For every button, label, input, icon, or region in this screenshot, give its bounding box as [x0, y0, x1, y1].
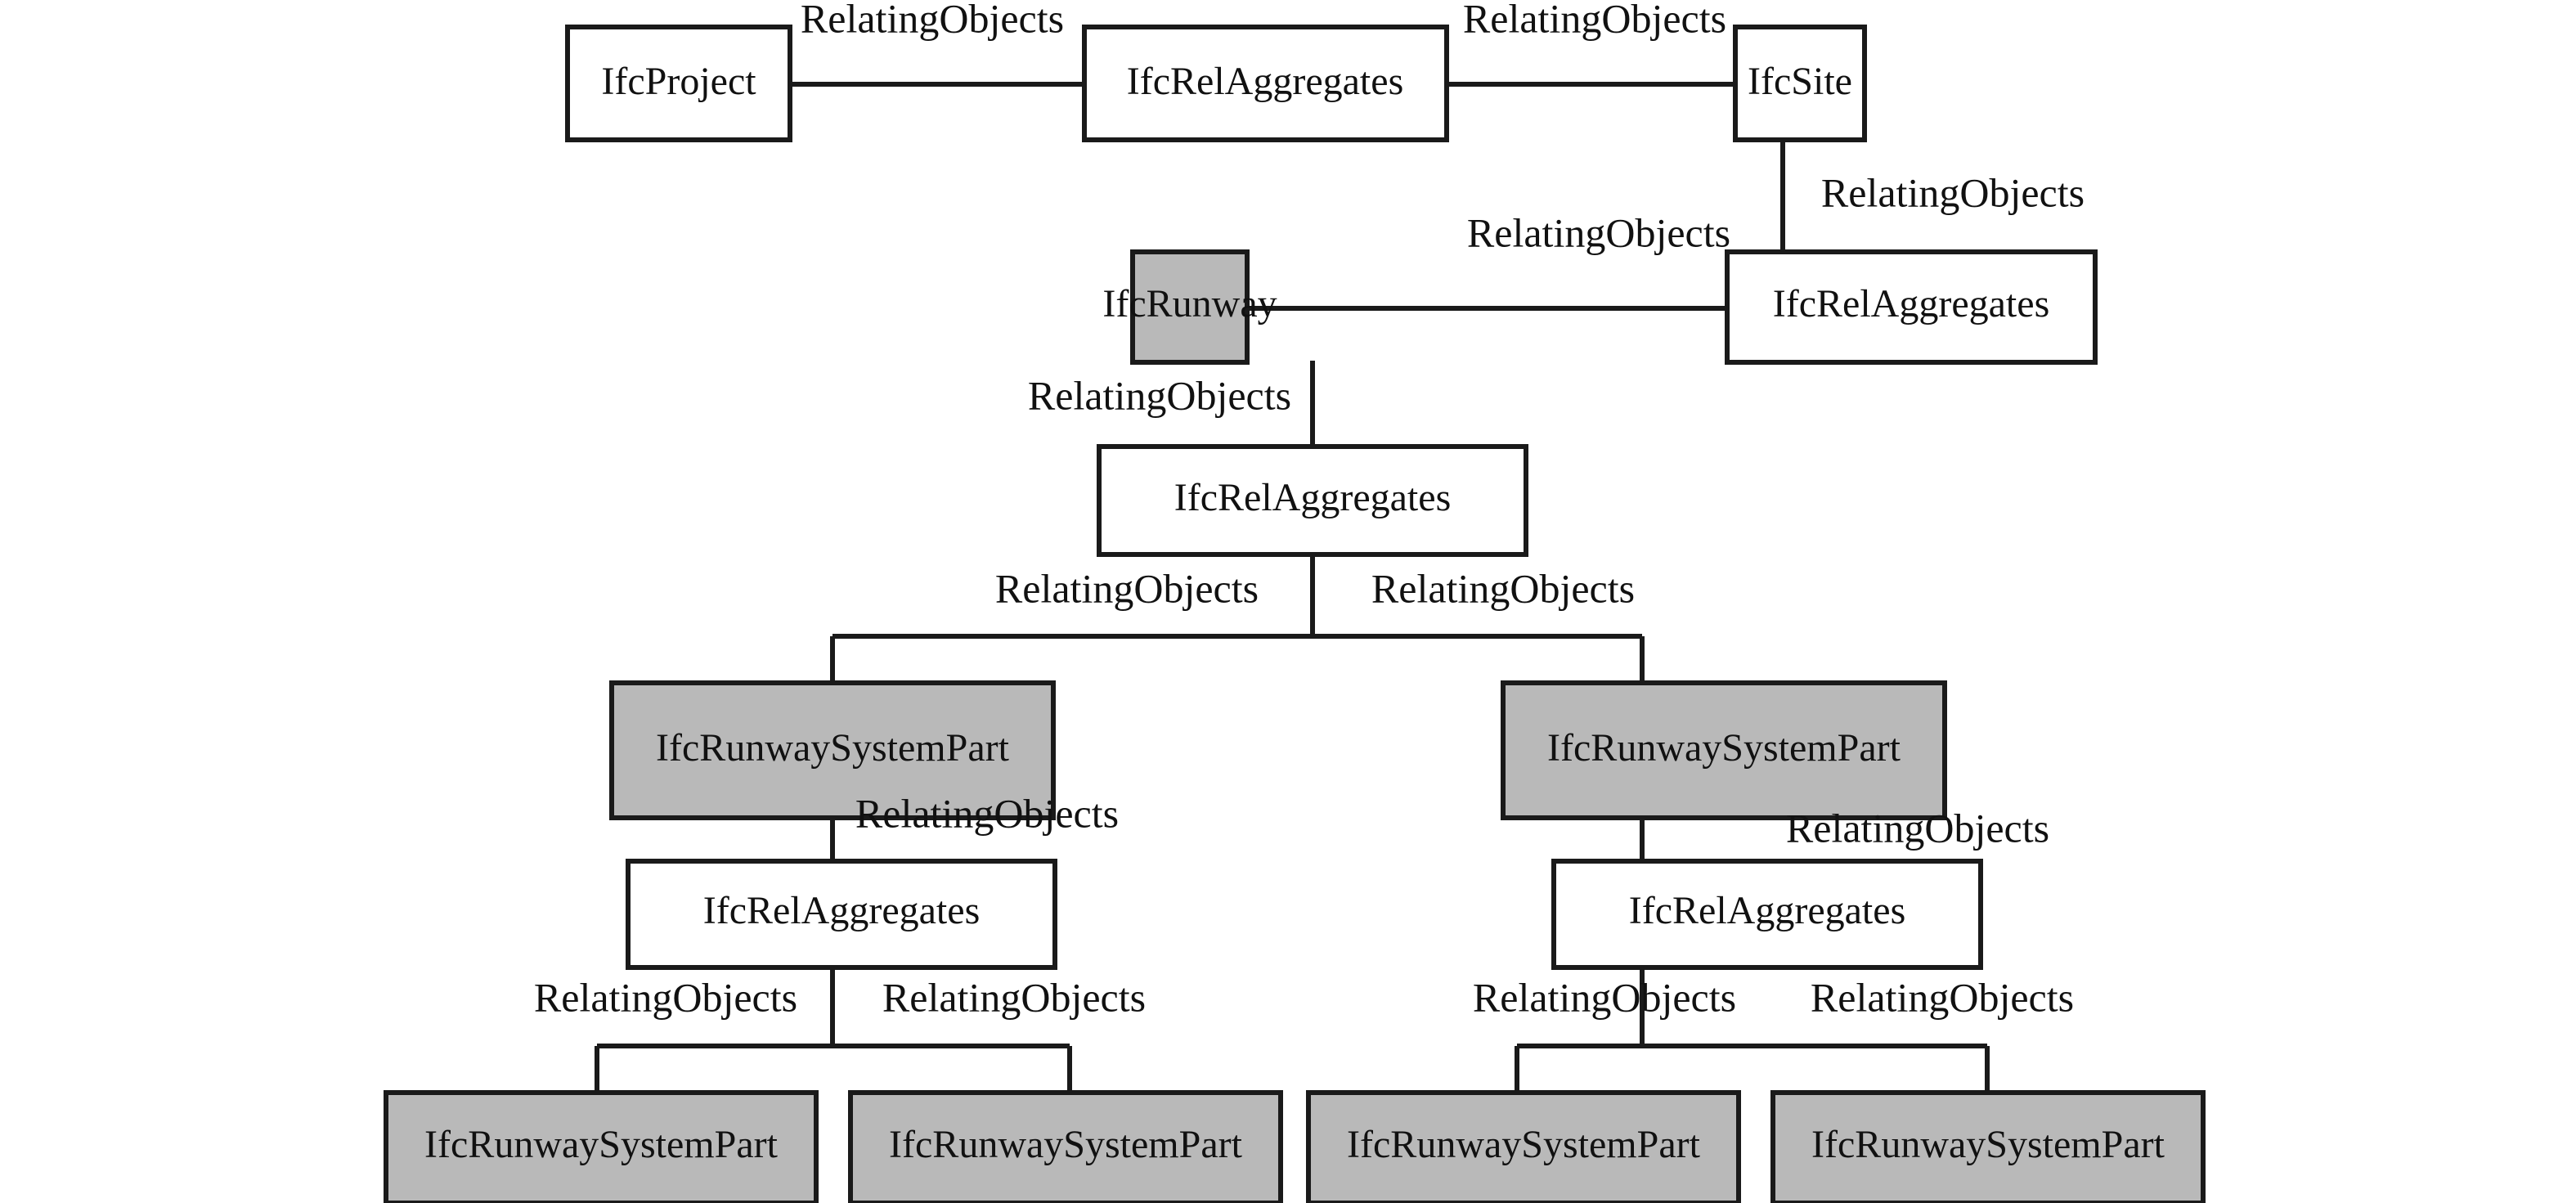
edge-label-relagg-right-to-leaf4: RelatingObjects: [1811, 974, 2074, 1020]
node-leaf-part-1-label: IfcRunwaySystemPart: [424, 1123, 779, 1166]
edge-label-relagg-to-part-right: RelatingObjects: [1371, 565, 1635, 611]
edge-label-project-to-relagg: RelatingObjects: [801, 0, 1064, 41]
node-leaf-part-3-label: IfcRunwaySystemPart: [1347, 1123, 1701, 1166]
node-rel-aggregates-right-label: IfcRelAggregates: [1629, 889, 1906, 932]
node-leaf-part-1[interactable]: [384, 1090, 819, 1203]
node-leaf-part-2[interactable]: [848, 1090, 1283, 1203]
node-leaf-part-4[interactable]: [1770, 1090, 2206, 1203]
edge-label-relagg-right-to-leaf3: RelatingObjects: [1473, 974, 1736, 1020]
node-rel-aggregates-site-label: IfcRelAggregates: [1773, 282, 2050, 325]
node-leaf-part-2-label: IfcRunwaySystemPart: [889, 1123, 1243, 1166]
edge-label-part-left-to-relagg: RelatingObjects: [855, 790, 1119, 836]
node-rel-aggregates-right[interactable]: [1551, 859, 1983, 970]
node-leaf-part-4-label: IfcRunwaySystemPart: [1811, 1123, 2165, 1166]
node-ifc-runway[interactable]: [1130, 249, 1250, 365]
edge-label-runway-to-relagg-down: RelatingObjects: [1028, 372, 1291, 418]
node-rel-aggregates-site[interactable]: [1725, 249, 2098, 365]
node-ifc-site[interactable]: [1733, 25, 1867, 142]
node-runway-system-part-left[interactable]: [609, 680, 1056, 820]
edge-label-part-right-to-relagg: RelatingObjects: [1786, 805, 2049, 851]
node-rel-aggregates-runway[interactable]: [1097, 444, 1528, 557]
node-rel-aggregates-top[interactable]: [1082, 25, 1449, 142]
node-runway-system-part-right[interactable]: [1501, 680, 1947, 820]
node-runway-system-part-left-label: IfcRunwaySystemPart: [656, 726, 1010, 770]
edge-label-relagg-to-part-left: RelatingObjects: [995, 565, 1259, 611]
node-rel-aggregates-left-label: IfcRelAggregates: [703, 889, 981, 932]
node-ifc-runway-label: IfcRunway: [1102, 282, 1277, 325]
node-ifc-project[interactable]: [565, 25, 792, 142]
edge-label-relagg-left-to-leaf1: RelatingObjects: [534, 974, 797, 1020]
edge-label-relagg-left-to-leaf2: RelatingObjects: [882, 974, 1146, 1020]
edge-label-relagg-to-site: RelatingObjects: [1463, 0, 1726, 41]
node-rel-aggregates-runway-label: IfcRelAggregates: [1174, 476, 1452, 519]
node-runway-system-part-right-label: IfcRunwaySystemPart: [1547, 726, 1901, 770]
node-ifc-project-label: IfcProject: [601, 60, 756, 103]
node-rel-aggregates-left[interactable]: [626, 859, 1057, 970]
node-rel-aggregates-top-label: IfcRelAggregates: [1127, 60, 1404, 103]
node-ifc-site-label: IfcSite: [1748, 60, 1852, 103]
node-leaf-part-3[interactable]: [1306, 1090, 1741, 1203]
edge-label-site-to-relagg: RelatingObjects: [1821, 169, 2085, 215]
edge-label-runway-to-relagg: RelatingObjects: [1467, 209, 1730, 255]
